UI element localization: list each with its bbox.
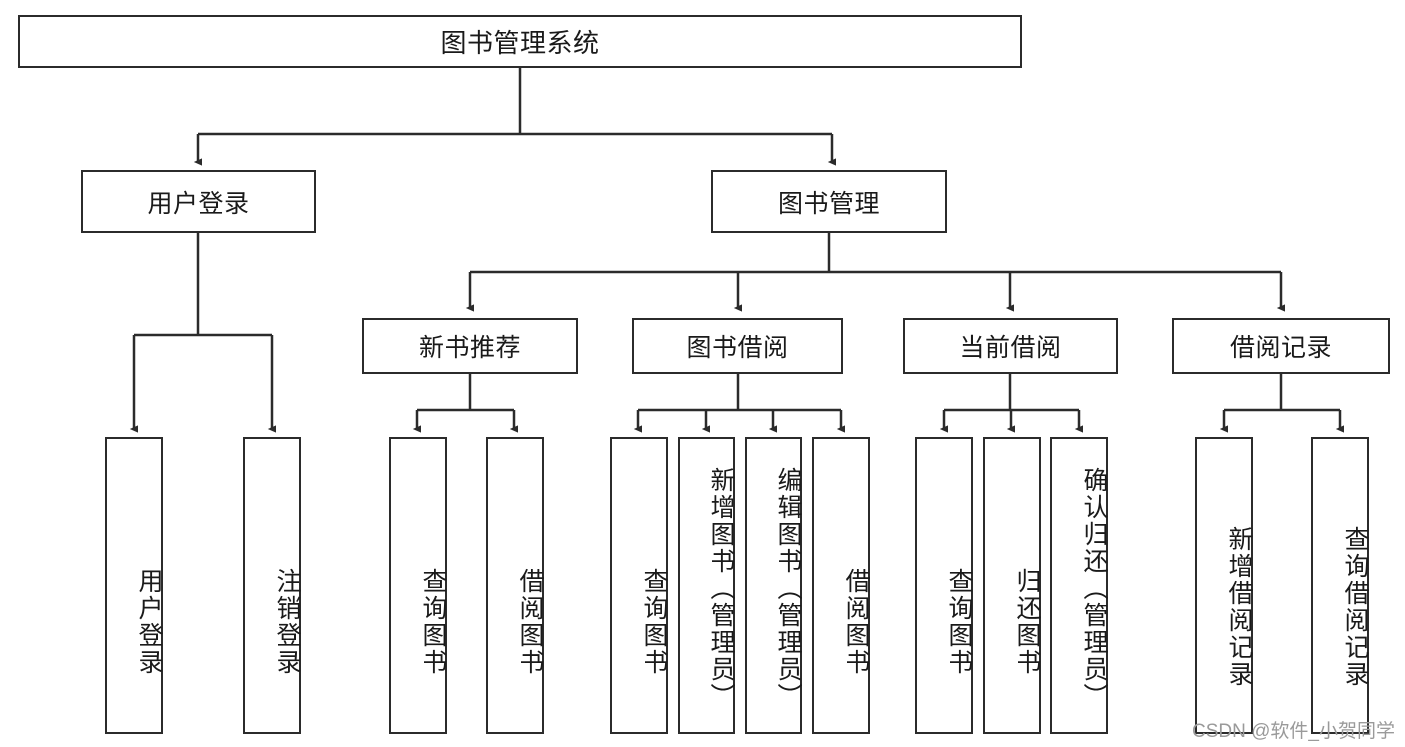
node-label: 查询图书	[419, 567, 447, 676]
node-book-management[interactable]: 图书管理	[711, 170, 947, 233]
leaf-user-login[interactable]: 用户登录	[105, 437, 163, 734]
node-label: 归还图书	[1013, 567, 1041, 676]
leaf-query-book-borrow[interactable]: 查询图书	[610, 437, 668, 734]
node-new-book-recommend[interactable]: 新书推荐	[362, 318, 578, 374]
leaf-return-book[interactable]: 归还图书	[983, 437, 1041, 734]
node-label: 借阅图书	[516, 567, 544, 676]
leaf-borrow-book[interactable]: 借阅图书	[812, 437, 870, 734]
node-root-book-management-system[interactable]: 图书管理系统	[18, 15, 1022, 68]
node-label: 用户登录	[135, 567, 163, 676]
leaf-logout-login[interactable]: 注销登录	[243, 437, 301, 734]
leaf-confirm-return-admin[interactable]: 确认归还（管理员）	[1050, 437, 1108, 734]
leaf-query-book-current[interactable]: 查询图书	[915, 437, 973, 734]
node-label: 查询图书	[945, 567, 973, 676]
leaf-query-borrow-record[interactable]: 查询借阅记录	[1311, 437, 1369, 734]
node-label: 借阅记录	[1229, 334, 1332, 362]
node-label: 确认归还（管理员）	[1080, 467, 1108, 710]
node-label: 新增借阅记录	[1225, 525, 1253, 688]
node-current-borrow[interactable]: 当前借阅	[903, 318, 1118, 374]
leaf-borrow-book-recommend[interactable]: 借阅图书	[486, 437, 544, 734]
node-borrow-record[interactable]: 借阅记录	[1172, 318, 1390, 374]
node-label: 当前借阅	[959, 334, 1062, 362]
node-label: 用户登录	[147, 189, 250, 218]
leaf-add-book-admin[interactable]: 新增图书（管理员）	[678, 437, 735, 734]
node-label: 图书借阅	[686, 334, 789, 362]
node-label: 图书管理	[777, 189, 880, 218]
node-label: 编辑图书（管理员）	[774, 467, 802, 710]
node-label: 借阅图书	[842, 567, 870, 676]
node-label: 注销登录	[273, 567, 301, 676]
node-label: 新书推荐	[418, 334, 521, 362]
node-label: 新增图书（管理员）	[707, 467, 735, 710]
node-label: 查询图书	[640, 567, 668, 676]
node-book-borrow[interactable]: 图书借阅	[632, 318, 843, 374]
node-label: 图书管理系统	[440, 28, 600, 58]
leaf-add-borrow-record[interactable]: 新增借阅记录	[1195, 437, 1253, 734]
node-label: 查询借阅记录	[1341, 525, 1369, 688]
leaf-query-book-recommend[interactable]: 查询图书	[389, 437, 447, 734]
node-user-login[interactable]: 用户登录	[81, 170, 316, 233]
leaf-edit-book-admin[interactable]: 编辑图书（管理员）	[745, 437, 802, 734]
